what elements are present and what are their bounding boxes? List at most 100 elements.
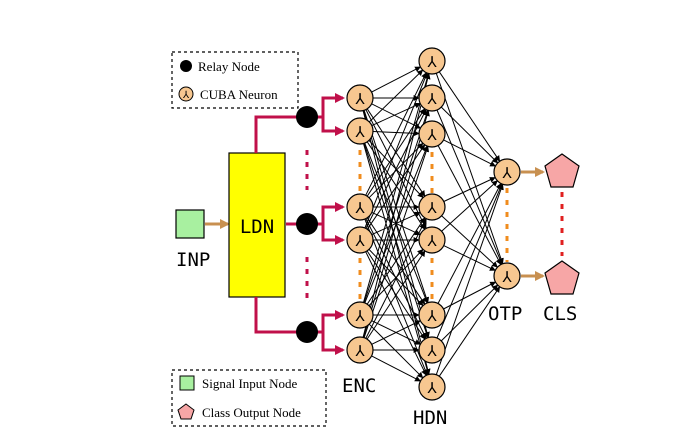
enc-hdn-edge-43 (363, 145, 430, 338)
relay-node-2 (296, 213, 318, 235)
class-output-legend-label: Class Output Node (202, 405, 301, 420)
hdn-neuron-7: ⅄ (418, 336, 446, 364)
otp-label: OTP (488, 303, 522, 325)
enc-neuron-5: ⅄ (346, 301, 374, 329)
signal-input-legend-label: Signal Input Node (202, 376, 298, 391)
class-output-legend-icon (177, 403, 195, 420)
hdn-otp-edge-4 (436, 109, 503, 265)
hidden-output-connections (435, 71, 504, 377)
relay-node-legend-icon (180, 60, 192, 72)
hdn-otp-edge-3 (440, 106, 499, 164)
enc-hdn-edge-3 (371, 103, 421, 129)
cuba-neuron-legend-icon (178, 86, 194, 102)
cuba-neuron-legend-glyph: ⅄ (183, 90, 190, 101)
signal-input-legend-icon (179, 375, 195, 391)
hdn-otp-edge-10 (443, 245, 496, 271)
enc-hdn-edge-41 (362, 73, 431, 338)
hdn-otp-edge-5 (443, 139, 496, 167)
hdn-neuron-1-glyph: ⅄ (426, 55, 437, 71)
class-output-node-2 (544, 260, 580, 295)
legend-bottom-frame (171, 369, 327, 427)
hdn-neuron-5: ⅄ (418, 226, 446, 254)
otp-layer: ⅄ ⅄ (493, 158, 521, 290)
otp-neuron-1: ⅄ (493, 158, 521, 186)
legend-bottom: Signal Input Node Class Output Node (171, 369, 327, 427)
hdn-otp-edge-15 (435, 183, 504, 375)
enc-hdn-edge-17 (365, 72, 427, 196)
hdn-neuron-1: ⅄ (418, 47, 446, 75)
hdn-otp-edge-16 (438, 286, 501, 377)
hdn-label: HDN (413, 407, 447, 429)
enc-hdn-edge-1 (371, 66, 421, 93)
relay-wire-bottom (254, 297, 300, 334)
hdn-neuron-4-glyph: ⅄ (426, 201, 437, 217)
enc-hdn-edge-42 (363, 109, 430, 338)
enc-hdn-edge-18 (366, 108, 426, 197)
hdn-otp-edge-12 (443, 281, 497, 310)
encoder-hidden-connections (362, 66, 431, 382)
enc-hdn-edge-33 (363, 72, 430, 303)
enc-neuron-3: ⅄ (346, 193, 374, 221)
cuba-neuron-legend-label: CUBA Neuron (200, 87, 278, 102)
enc-label: ENC (342, 375, 376, 397)
otp-neuron-1-glyph: ⅄ (501, 166, 512, 182)
enc-layer: ⅄ ⅄ ⅄ ⅄ ⅄ ⅄ (346, 84, 374, 364)
enc-hdn-edge-48 (371, 355, 421, 382)
hdn-neuron-4: ⅄ (418, 193, 446, 221)
enc-hdn-edge-44 (365, 218, 427, 339)
hdn-otp-edge-1 (438, 71, 501, 162)
enc-hdn-edge-9 (368, 69, 424, 123)
enc-hdn-edge-16 (363, 143, 430, 376)
hdn-neuron-2: ⅄ (418, 84, 446, 112)
hdn-otp-edge-8 (441, 215, 498, 268)
legend-top: Relay Node ⅄ CUBA Neuron (171, 51, 299, 109)
cls-label: CLS (543, 303, 577, 325)
relay-wire-top (254, 115, 300, 153)
enc-neuron-3-glyph: ⅄ (354, 201, 365, 217)
enc-hdn-edge-40 (368, 323, 424, 379)
enc-hdn-edge-32 (365, 251, 427, 376)
enc-neuron-6-glyph: ⅄ (354, 344, 365, 360)
hdn-otp-edge-14 (440, 284, 499, 342)
enc-neuron-6: ⅄ (346, 336, 374, 364)
hdn-neuron-8: ⅄ (418, 373, 446, 401)
hdn-neuron-3-glyph: ⅄ (426, 128, 437, 144)
hdn-otp-edge-11 (437, 182, 502, 304)
hdn-otp-edge-9 (441, 180, 498, 232)
ldn-label: LDN (240, 216, 274, 238)
hdn-neuron-6-glyph: ⅄ (426, 309, 437, 325)
hdn-layer: ⅄ ⅄ ⅄ ⅄ ⅄ ⅄ ⅄ ⅄ (418, 47, 446, 401)
hdn-neuron-7-glyph: ⅄ (426, 344, 437, 360)
relay-node-legend-label: Relay Node (198, 59, 260, 74)
hdn-otp-edge-7 (443, 177, 496, 202)
hdn-neuron-5-glyph: ⅄ (426, 234, 437, 250)
hdn-otp-edge-13 (436, 183, 503, 339)
enc-hdn-edge-25 (364, 72, 428, 229)
enc-hdn-edge-45 (366, 250, 426, 340)
enc-neuron-2-glyph: ⅄ (354, 125, 365, 141)
hdn-neuron-8-glyph: ⅄ (426, 381, 437, 397)
ldn-block (228, 152, 286, 298)
inp-label: INP (176, 249, 210, 271)
otp-neuron-2: ⅄ (493, 262, 521, 290)
hdn-neuron-6: ⅄ (418, 301, 446, 329)
otp-neuron-2-glyph: ⅄ (501, 270, 512, 286)
legend-top-frame (171, 51, 299, 109)
hdn-neuron-3: ⅄ (418, 120, 446, 148)
enc-hdn-edge-10 (371, 102, 421, 127)
enc-neuron-4-glyph: ⅄ (354, 234, 365, 250)
enc-neuron-4: ⅄ (346, 226, 374, 254)
enc-neuron-1: ⅄ (346, 84, 374, 112)
enc-hdn-edge-26 (365, 109, 427, 229)
class-output-node-1 (544, 153, 580, 188)
relay-node-3 (296, 321, 318, 343)
hdn-neuron-2-glyph: ⅄ (426, 92, 437, 108)
enc-neuron-1-glyph: ⅄ (354, 92, 365, 108)
enc-neuron-2: ⅄ (346, 117, 374, 145)
enc-hdn-edge-46 (371, 320, 421, 345)
relay-node-1 (296, 106, 318, 128)
enc-neuron-5-glyph: ⅄ (354, 309, 365, 325)
hdn-otp-edge-2 (435, 73, 504, 265)
hdn-otp-edge-6 (437, 145, 502, 266)
